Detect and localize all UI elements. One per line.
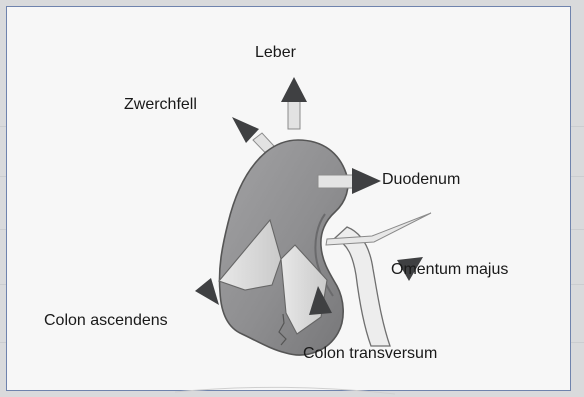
ureter bbox=[335, 227, 390, 346]
label-colon-ascendens: Colon ascendens bbox=[44, 313, 168, 329]
label-leber: Leber bbox=[255, 45, 296, 61]
label-zwerchfell: Zwerchfell bbox=[124, 97, 197, 113]
label-omentum-majus: Omentum majus bbox=[391, 262, 508, 278]
label-colon-transversum: Colon transversum bbox=[303, 346, 437, 362]
bottom-fade-line bbox=[175, 387, 395, 394]
label-duodenum: Duodenum bbox=[382, 172, 460, 188]
leber-arrow bbox=[281, 77, 307, 129]
